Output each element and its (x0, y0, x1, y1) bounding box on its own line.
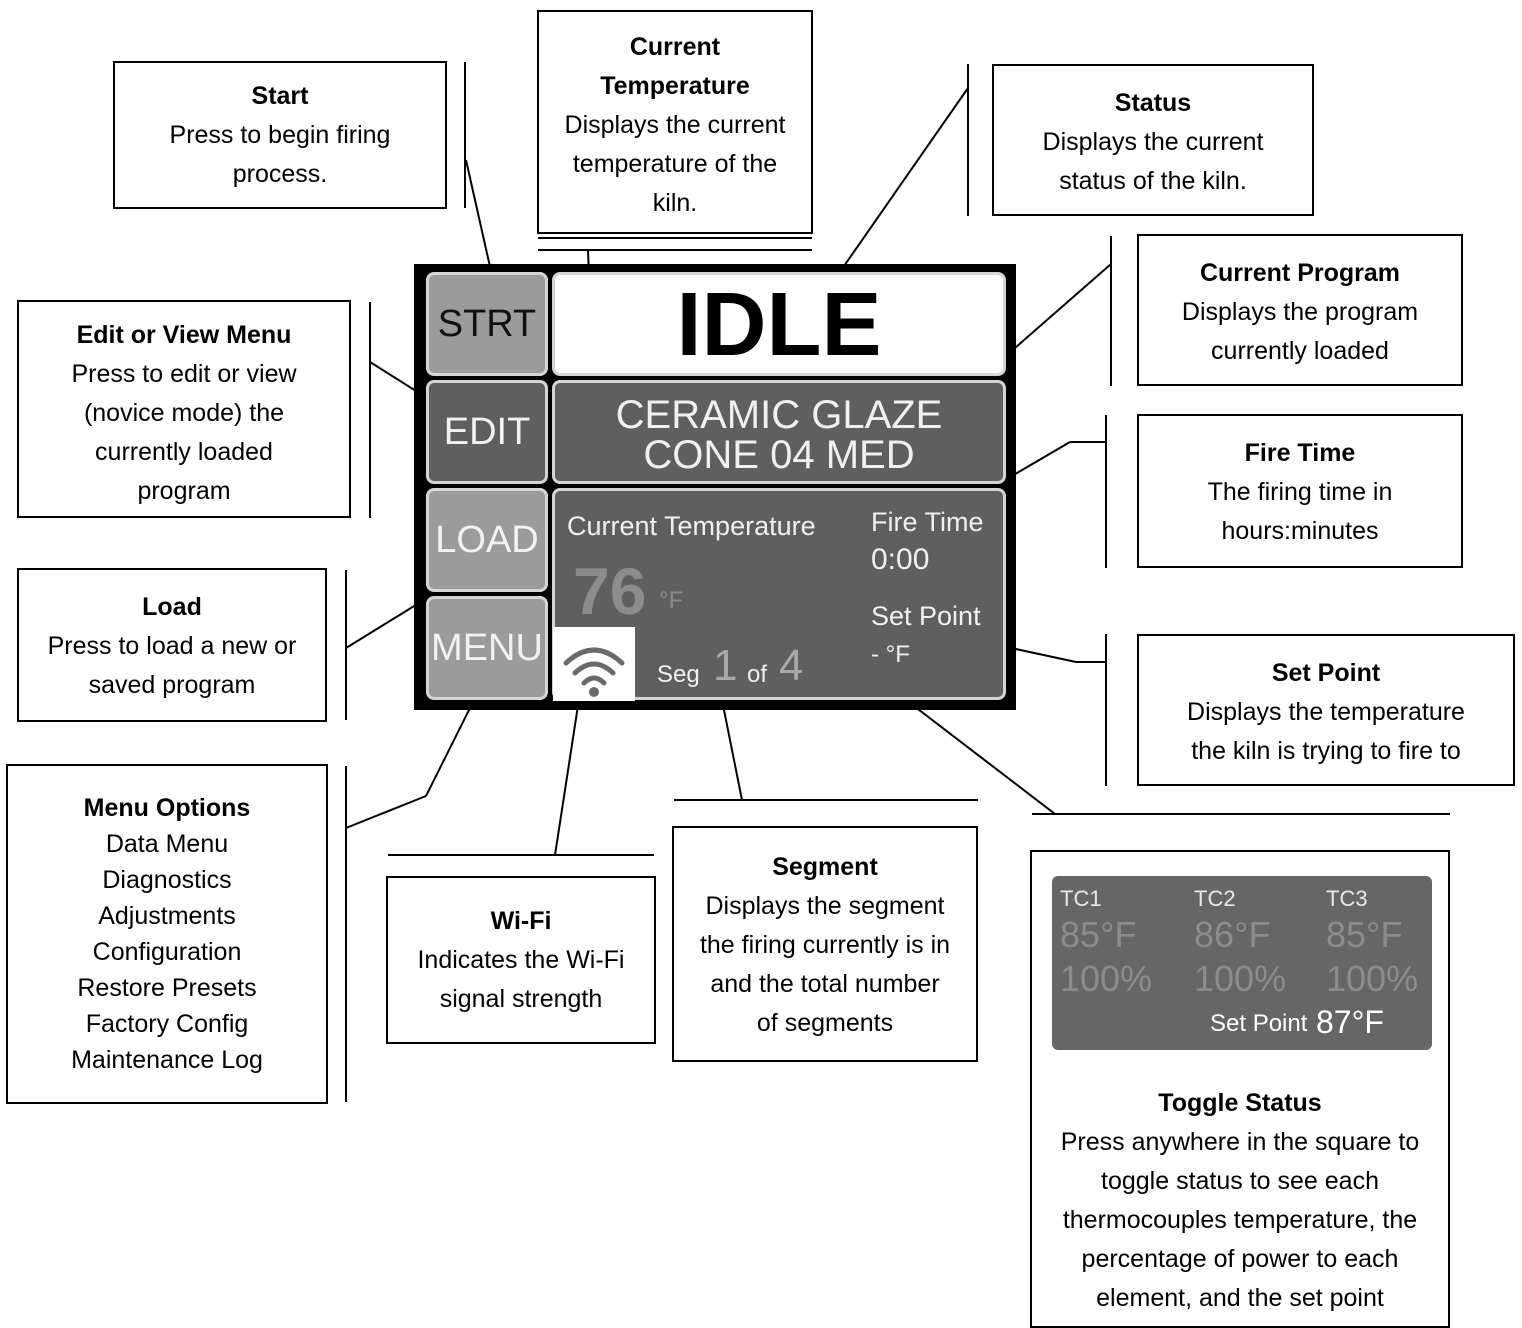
callout-toggle-status: TC1 85°F 100% TC2 86°F 100% TC3 85°F 100… (1030, 850, 1450, 1328)
callout-title: Current Temperature (600, 33, 750, 100)
set-point-label: Set Point (871, 601, 981, 631)
toggle-status-screen[interactable]: TC1 85°F 100% TC2 86°F 100% TC3 85°F 100… (1052, 876, 1432, 1050)
segment-total: 4 (779, 641, 804, 690)
program-line-2: CONE 04 MED (643, 433, 915, 477)
current-temp-value: 76 (573, 554, 647, 628)
callout-start: Start Press to begin firing process. (113, 61, 447, 209)
program-line-1: CERAMIC GLAZE (615, 393, 943, 437)
callout-title: Fire Time (1244, 439, 1356, 467)
wifi-indicator (553, 627, 635, 701)
callout-title: Current Program (1199, 259, 1401, 287)
callout-title: Edit or View Menu (76, 321, 292, 349)
callout-description: Indicates the Wi-Fi signal strength (417, 946, 625, 1013)
callout-description: Displays the current status of the kiln. (1042, 128, 1264, 195)
start-button[interactable]: STRT (426, 272, 548, 376)
tc1-temp: 85°F (1060, 914, 1137, 955)
callout-description: Displays the current temperature of the … (564, 111, 786, 217)
tc3-power: 100% (1326, 958, 1419, 999)
controller-screen: STRT EDIT LOAD MENU IDLE CERAMIC GLAZE C… (414, 264, 1016, 710)
callout-set-point: Set Point Displays the temperature the k… (1137, 634, 1515, 786)
callout-title: Status (1114, 89, 1192, 117)
callout-menu-options: Menu Options Data Menu Diagnostics Adjus… (6, 764, 328, 1104)
tc2-label: TC2 (1194, 886, 1236, 911)
toggle-set-point-label: Set Point (1210, 1010, 1308, 1037)
status-panel[interactable]: Current Temperature 76 °F Fire Time 0:00… (552, 488, 1006, 701)
callout-description: Displays the temperature the kiln is try… (1187, 698, 1465, 765)
callout-description: Displays the program currently loaded (1181, 298, 1419, 365)
callout-title: Start (251, 82, 309, 110)
callout-load: Load Press to load a new or saved progra… (17, 568, 327, 722)
callout-title: Toggle Status (1158, 1089, 1322, 1117)
segment-label: Seg (657, 661, 700, 688)
edit-button[interactable]: EDIT (426, 380, 548, 484)
status-text: IDLE (676, 275, 882, 375)
callout-wifi: Wi-Fi Indicates the Wi-Fi signal strengt… (386, 876, 656, 1044)
callout-description: Press to load a new or saved program (47, 632, 297, 699)
callout-description: The firing time in hours:minutes (1207, 478, 1393, 545)
tc3-temp: 85°F (1326, 914, 1403, 955)
callout-description: Press anywhere in the square to toggle s… (1060, 1128, 1420, 1312)
callout-description: Press to edit or view (novice mode) the … (71, 360, 297, 505)
load-button[interactable]: LOAD (426, 488, 548, 592)
callout-title: Load (142, 593, 202, 621)
menu-button[interactable]: MENU (426, 596, 548, 700)
set-point-value: - °F (871, 641, 910, 668)
callout-current-program: Current Program Displays the program cur… (1137, 234, 1463, 386)
segment-current: 1 (713, 641, 738, 690)
callout-current-temperature: Current Temperature Displays the current… (537, 10, 813, 234)
callout-description: Data Menu Diagnostics Adjustments Config… (71, 830, 263, 1074)
tc2-power: 100% (1194, 958, 1287, 999)
status-display: IDLE (552, 272, 1006, 376)
callout-edit: Edit or View Menu Press to edit or view … (17, 300, 351, 518)
fire-time-value: 0:00 (871, 543, 930, 576)
callout-title: Segment (772, 853, 878, 881)
current-temp-unit: °F (659, 587, 684, 614)
fire-time-label: Fire Time (871, 507, 984, 537)
wifi-icon (563, 647, 625, 697)
callout-description: Displays the segment the firing currentl… (699, 892, 951, 1037)
segment-of-label: of (747, 661, 768, 688)
callout-title: Wi-Fi (490, 907, 552, 935)
toggle-set-point-value: 87°F (1316, 1004, 1384, 1040)
callout-title: Menu Options (83, 794, 251, 822)
callout-title: Set Point (1271, 659, 1381, 687)
tc1-power: 100% (1060, 958, 1153, 999)
tc1-label: TC1 (1060, 886, 1102, 911)
callout-status: Status Displays the current status of th… (992, 64, 1314, 216)
current-temp-label: Current Temperature (567, 511, 816, 541)
current-program-display[interactable]: CERAMIC GLAZE CONE 04 MED (552, 380, 1006, 484)
callout-segment: Segment Displays the segment the firing … (672, 826, 978, 1062)
callout-description: Press to begin firing process. (169, 121, 391, 188)
tc2-temp: 86°F (1194, 914, 1271, 955)
tc3-label: TC3 (1326, 886, 1368, 911)
callout-fire-time: Fire Time The firing time in hours:minut… (1137, 414, 1463, 568)
